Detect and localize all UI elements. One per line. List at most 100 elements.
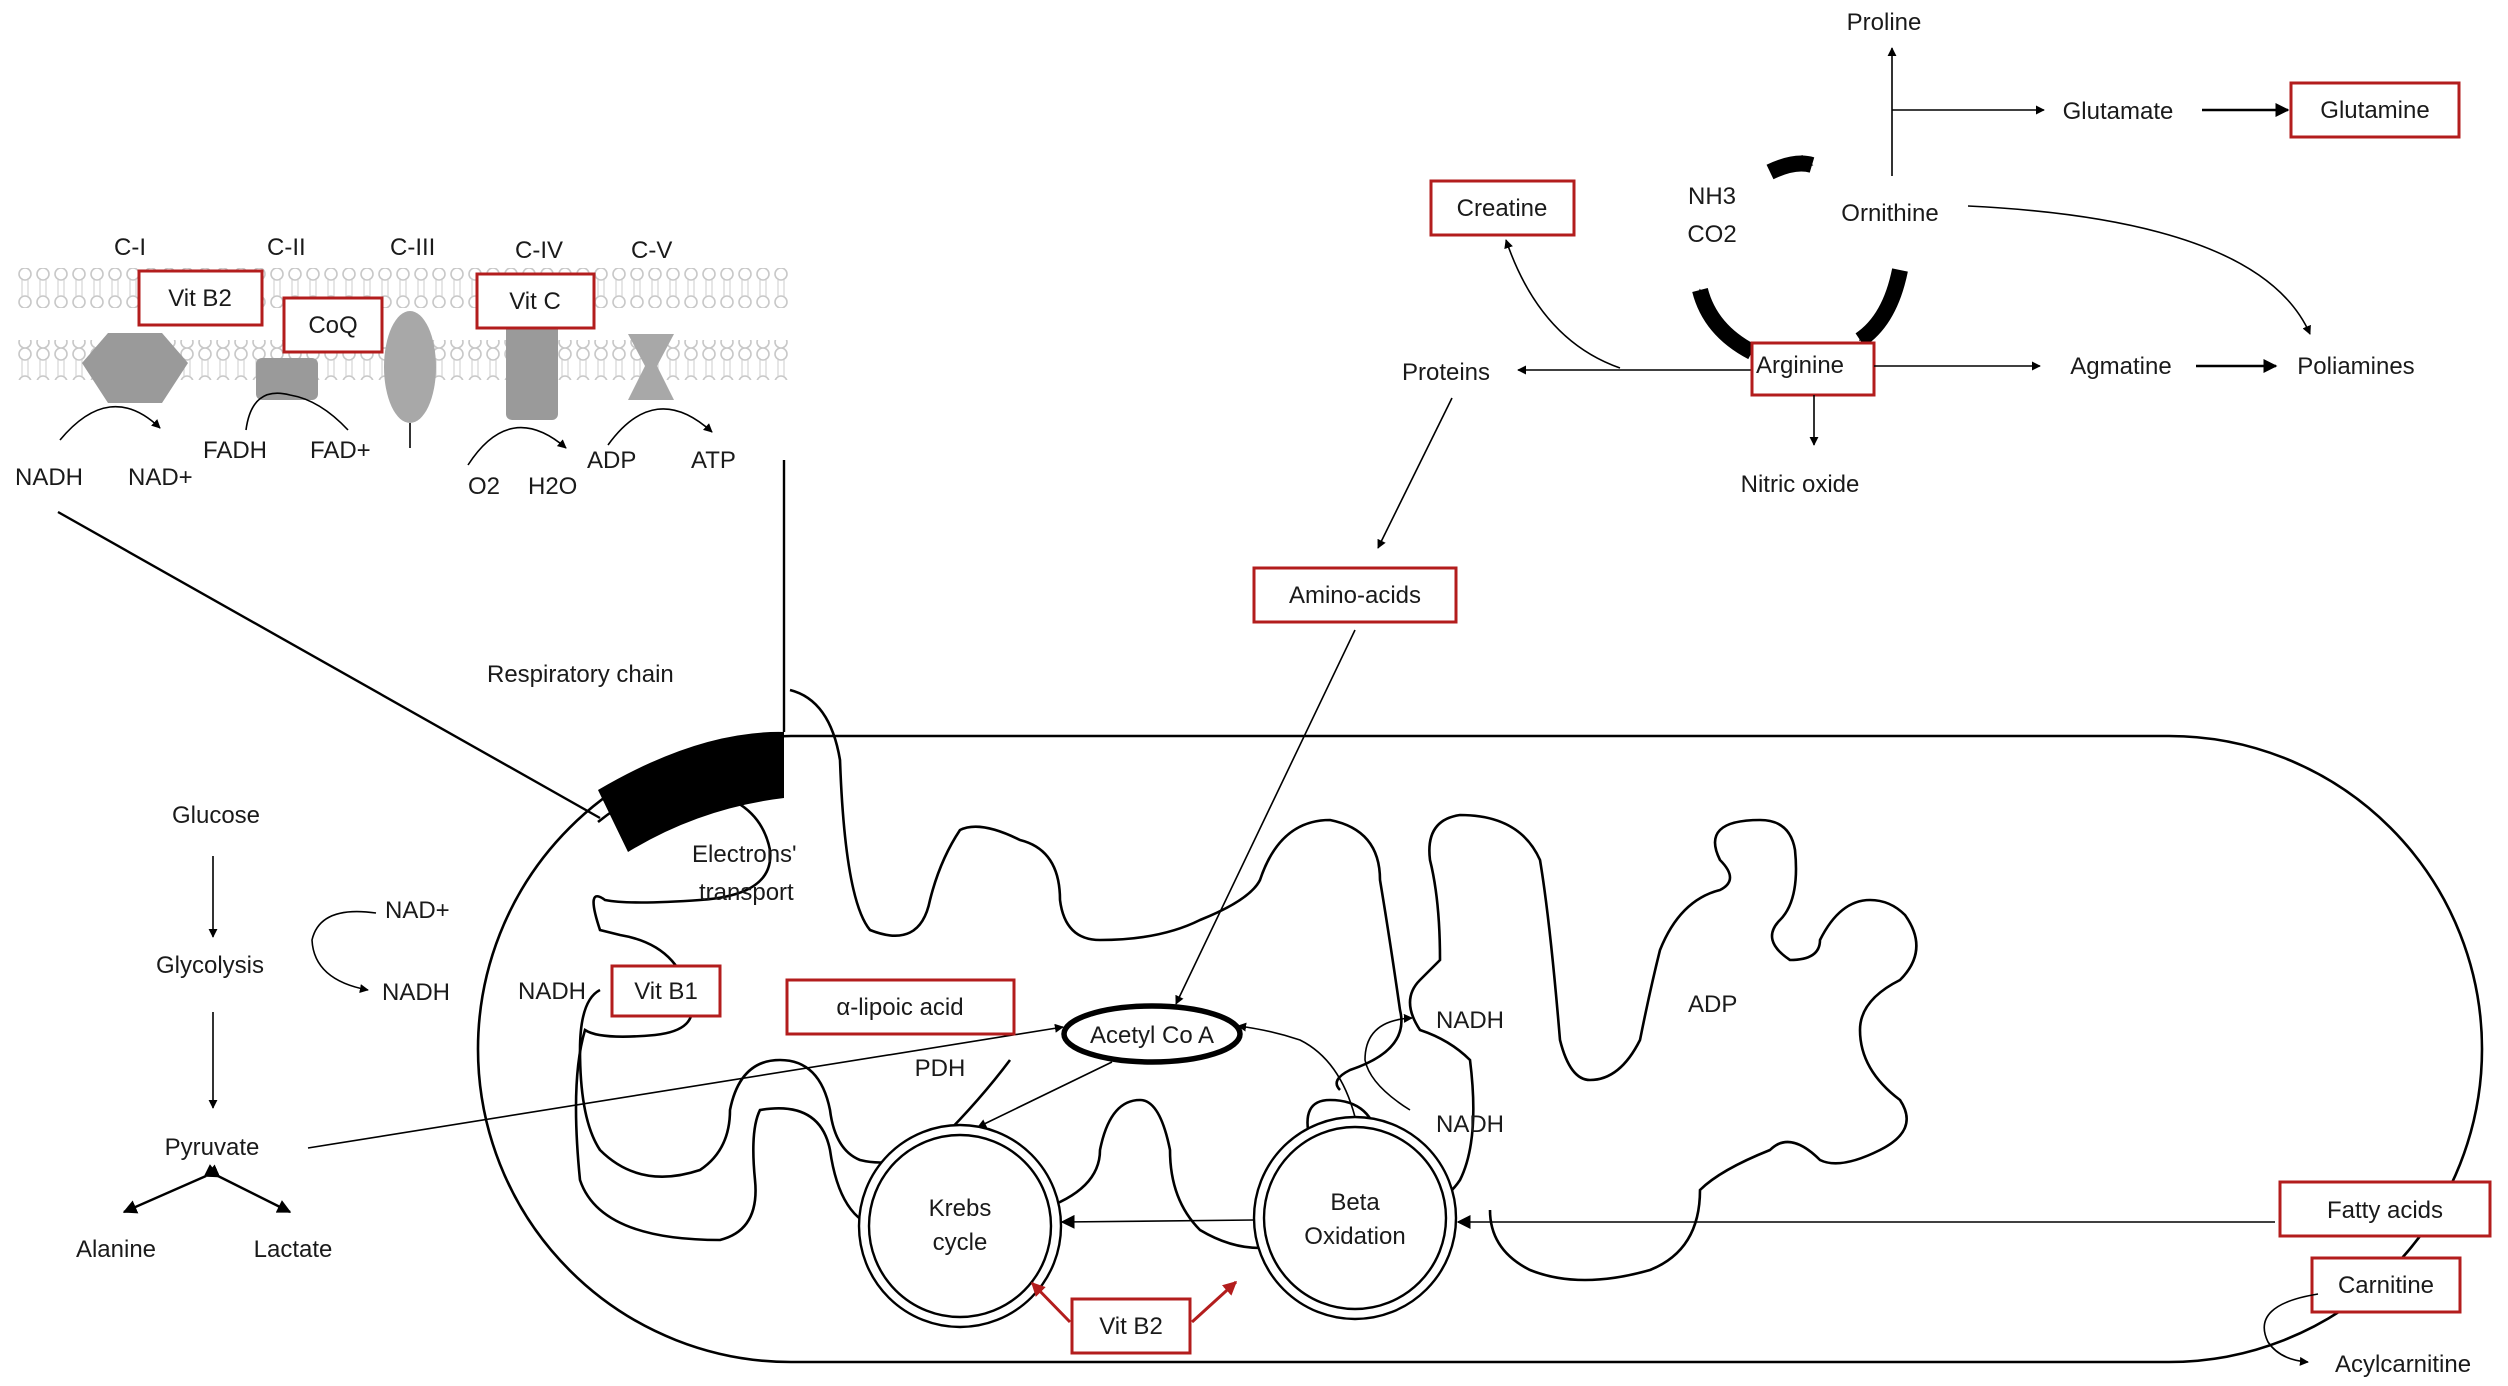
- vit-b2-label-mito: Vit B2: [1099, 1313, 1163, 1340]
- vit-b2-to-beta-arrow: [1190, 1280, 1238, 1324]
- ornithine-label: Ornithine: [1841, 200, 1938, 227]
- proteins-to-amino-acids-arrow: [1377, 397, 1453, 549]
- nad-to-nadh-arrow: [311, 910, 377, 993]
- lactate-label: Lactate: [254, 1236, 333, 1263]
- o2-reaction-arrow: [467, 426, 567, 466]
- fadh-label: FADH: [203, 437, 267, 464]
- glucose-label: Glucose: [172, 802, 260, 829]
- creatine-label: Creatine: [1457, 195, 1548, 222]
- carnitine-to-acylcarnitine-arrow: [2263, 1293, 2319, 1366]
- complex-label-c3: C-III: [390, 234, 435, 261]
- complex-ii-shape: [256, 358, 318, 400]
- acetyl-coa-to-krebs-arrow: [977, 1061, 1113, 1128]
- complex-label-c1: C-I: [114, 234, 146, 261]
- arginine-box: [1750, 341, 1876, 397]
- complex-iv-shape: [506, 316, 558, 420]
- acetyl-coa-label: Acetyl Co A: [1090, 1022, 1214, 1049]
- complex-iii-shape: [384, 311, 436, 423]
- mitochondrion-inner-membrane-cristae: [574, 786, 1918, 1282]
- vit-c-label: Vit C: [509, 288, 561, 315]
- nh3-label: NH3: [1688, 183, 1736, 210]
- atp-label-chain: ATP: [691, 447, 736, 474]
- ornithine-to-arginine-arrow: [1855, 268, 1908, 347]
- mitochondrion: Electrons' transport NADH Vit B1 α-lipoi…: [476, 688, 2484, 1364]
- mitochondrion-crista-top: [789, 688, 1403, 1091]
- nadh-label-chain: NADH: [15, 464, 83, 491]
- vit-c-box: [475, 272, 596, 330]
- beta-oxidation-outer-ring: [1252, 1115, 1458, 1321]
- nh3-cycle-arrow: [1766, 154, 1815, 180]
- nad-plus-label-chain: NAD+: [128, 464, 193, 491]
- arginine-to-nh3-arrow: [1692, 287, 1756, 360]
- beta-to-krebs-arrow: [1060, 1214, 1255, 1229]
- fatty-acids-label: Fatty acids: [2327, 1197, 2443, 1224]
- alanine-label: Alanine: [76, 1236, 156, 1263]
- glutamate-label: Glutamate: [2063, 98, 2174, 125]
- complex-v-shape: [628, 334, 674, 400]
- coq-label: CoQ: [308, 312, 357, 339]
- krebs-label-1: Krebs: [929, 1195, 992, 1222]
- vit-b1-label: Vit B1: [634, 978, 698, 1005]
- respiratory-chain: C-I C-II C-III C-IV C-V Vit B2 CoQ Vit C…: [15, 234, 792, 820]
- nad-plus-label-glycolysis: NAD+: [385, 897, 450, 924]
- glutamine-box: [2289, 81, 2461, 139]
- pyruvate-to-acetyl-coa-arrow: [307, 1023, 1064, 1149]
- vit-b2-box-mito: [1070, 1297, 1192, 1355]
- nitric-oxide-label: Nitric oxide: [1741, 471, 1860, 498]
- electrons-transport-label-1: Electrons': [692, 841, 797, 868]
- beta-oxidation-inner-ring: [1262, 1125, 1448, 1311]
- carnitine-box: [2310, 1256, 2462, 1314]
- h2o-label: H2O: [528, 473, 577, 500]
- electrons-transport-patch: [598, 731, 784, 852]
- beta-to-acetyl-coa-arrow: [1237, 1022, 1356, 1118]
- pyruvate-label: Pyruvate: [165, 1134, 260, 1161]
- agmatine-label: Agmatine: [2070, 353, 2171, 380]
- krebs-cycle-inner-ring: [867, 1133, 1053, 1319]
- chain-connector-left: [57, 510, 601, 820]
- alpha-lipoic-acid-label: α-lipoic acid: [836, 994, 963, 1021]
- vit-b2-label-chain: Vit B2: [168, 285, 232, 312]
- adp-reaction-arrow: [607, 408, 713, 446]
- o2-label: O2: [468, 473, 500, 500]
- carnitine-label: Carnitine: [2338, 1272, 2434, 1299]
- mitochondrion-outer-membrane: [476, 734, 2484, 1364]
- complex-label-c5: C-V: [631, 237, 672, 264]
- proteins-to-creatine-arrow: [1504, 239, 1621, 369]
- amino-acids-to-acetyl-coa-arrow: [1175, 629, 1356, 1005]
- membrane-bilayer-upper: [16, 268, 792, 308]
- ornithine-to-poliamines-arrow: [1967, 205, 2311, 335]
- electrons-transport-label-2: transport: [699, 879, 794, 906]
- amino-acids-label: Amino-acids: [1289, 582, 1421, 609]
- glutamine-label: Glutamine: [2320, 97, 2429, 124]
- complex-i-shape: [82, 333, 188, 403]
- fadh-reaction-arrow: [245, 392, 349, 431]
- nadh-cycle-arrow: [1364, 1013, 1413, 1111]
- nadh-label-glycolysis: NADH: [382, 979, 450, 1006]
- krebs-cycle-outer-ring: [857, 1123, 1063, 1329]
- complex-label-c2: C-II: [267, 234, 306, 261]
- acetyl-coa-node: [1061, 1003, 1243, 1065]
- beta-label-1: Beta: [1330, 1189, 1380, 1216]
- amino-acids-box: [1252, 566, 1458, 624]
- proline-label: Proline: [1847, 9, 1922, 36]
- arginine-metabolism: Proline Glutamate Glutamine Creatine NH3…: [1175, 9, 2461, 1005]
- co2-label: CO2: [1687, 221, 1736, 248]
- adp-label-mito: ADP: [1688, 991, 1737, 1018]
- fatty-acids-pathway: Fatty acids Carnitine Acylcarnitine: [1456, 1180, 2492, 1378]
- arginine-label: Arginine: [1756, 352, 1844, 379]
- proteins-label: Proteins: [1402, 359, 1490, 386]
- krebs-label-2: cycle: [933, 1229, 988, 1256]
- pdh-label: PDH: [915, 1055, 966, 1082]
- nadh-label-mito-lower: NADH: [1436, 1111, 1504, 1138]
- acylcarnitine-label: Acylcarnitine: [2335, 1351, 2471, 1378]
- beta-label-2: Oxidation: [1304, 1223, 1405, 1250]
- adp-label-chain: ADP: [587, 447, 636, 474]
- nadh-label-mito-upper: NADH: [1436, 1007, 1504, 1034]
- complex-label-c4: C-IV: [515, 237, 563, 264]
- creatine-box: [1429, 179, 1576, 237]
- poliamines-label: Poliamines: [2297, 353, 2414, 380]
- nadh-label-mito-left: NADH: [518, 978, 586, 1005]
- fatty-acids-box: [2278, 1180, 2492, 1238]
- pyruvate-lactate-arrow: [203, 1164, 292, 1214]
